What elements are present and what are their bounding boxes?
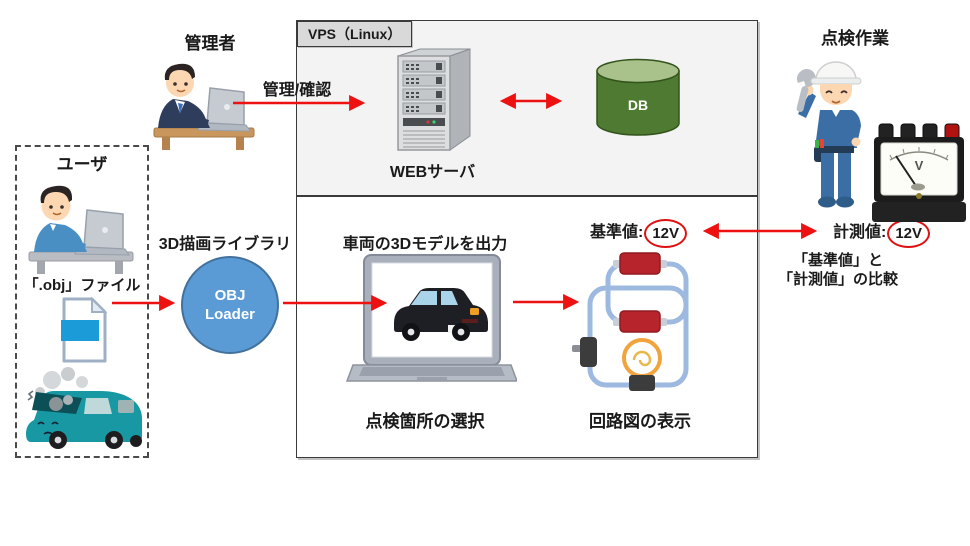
reference-value-row: 基準値: 12V — [590, 212, 688, 254]
comparison-caption: 「基準値」と 「計測値」の比較 — [738, 251, 938, 289]
select-spot-label: 点検箇所の選択 — [365, 412, 485, 431]
web-server-label: WEBサーバ — [389, 164, 476, 181]
inspection-label: 点検作業 — [821, 29, 889, 48]
admin-arrow-label: 管理/確認 — [262, 82, 332, 99]
obj-loader-node: OBJ Loader — [181, 256, 279, 354]
3d-library-label: 3D描画ライブラリ — [158, 236, 292, 253]
measured-value-row: 計測値: 12V — [833, 212, 931, 254]
broken-car-illustration — [22, 366, 144, 452]
measured-prefix: 計測値: — [833, 224, 887, 241]
resistor-top — [619, 252, 661, 275]
reference-value-circled: 12V — [644, 218, 688, 248]
circuit-display-label: 回路図の表示 — [589, 412, 691, 431]
circuit-diagram-illustration — [568, 245, 698, 397]
obj-file-icon — [60, 296, 108, 364]
server-illustration — [392, 46, 474, 156]
db-label: DB — [627, 97, 649, 113]
user-label: ユーザ — [56, 155, 108, 174]
comparison-line2: 「計測値」の比較 — [777, 271, 898, 288]
comparison-line1: 「基準値」と — [792, 252, 883, 269]
voltmeter-illustration: V — [872, 122, 966, 224]
worker-illustration — [790, 50, 882, 210]
svg-text:V: V — [915, 158, 924, 173]
obj-loader-line1: OBJ — [214, 287, 246, 304]
bulb — [622, 338, 662, 378]
resistor-bottom — [619, 310, 661, 333]
laptop-3d-model-illustration — [345, 253, 517, 389]
reference-prefix: 基準値: — [590, 224, 644, 241]
user-person-illustration — [25, 172, 137, 276]
admin-label: 管理者 — [184, 34, 236, 53]
db-cylinder-icon: DB — [594, 58, 682, 138]
admin-person-illustration — [150, 50, 258, 152]
switch — [580, 337, 597, 367]
obj-file-label: 「.obj」ファイル — [23, 277, 141, 294]
model-output-label: 車両の3Dモデルを出力 — [342, 236, 508, 253]
obj-loader-line2: Loader — [204, 306, 255, 323]
vps-label: VPS（Linux） — [297, 21, 413, 47]
